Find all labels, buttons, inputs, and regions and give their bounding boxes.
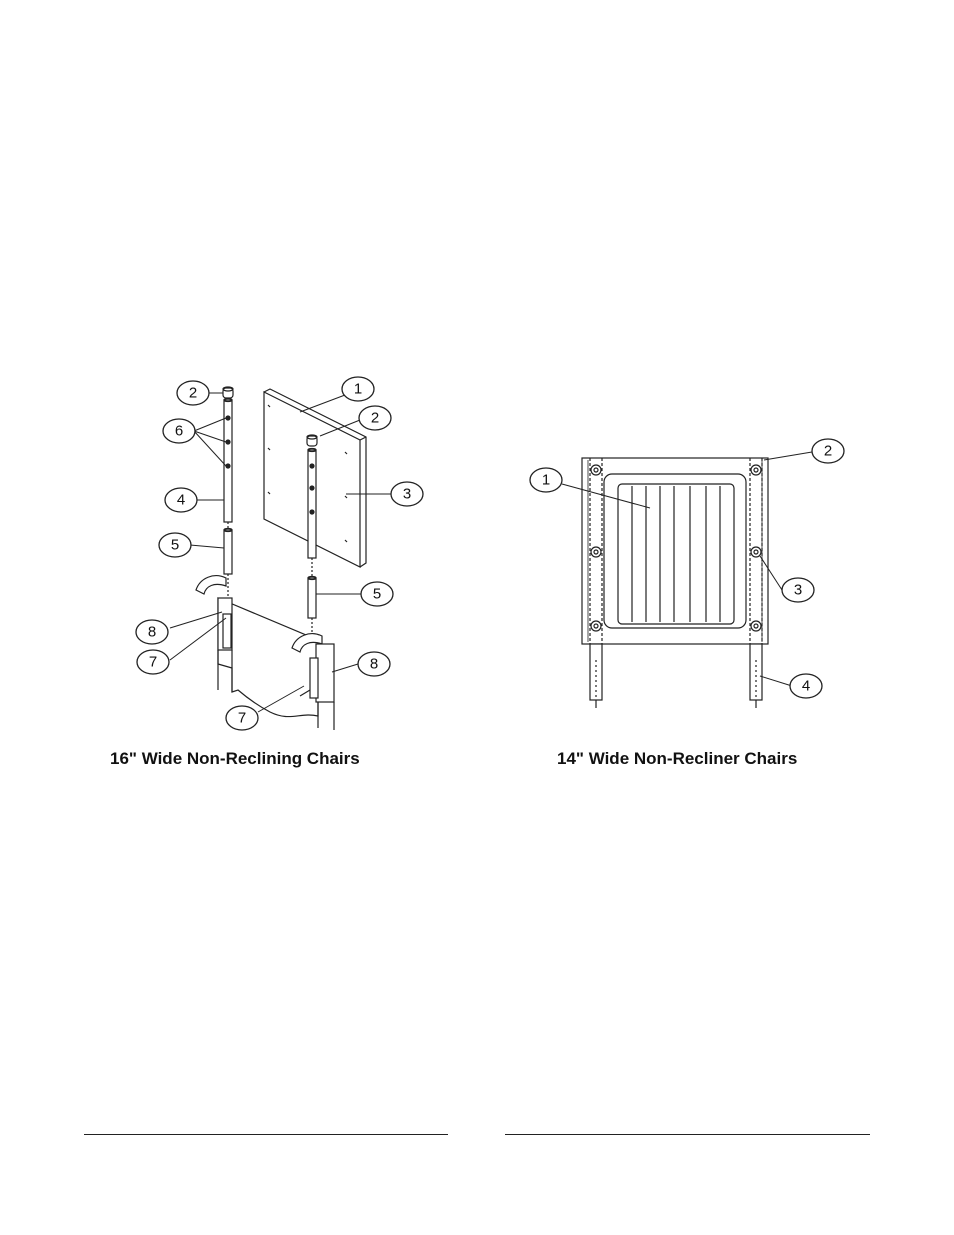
front-backrest-diagram-14in bbox=[581, 457, 769, 708]
callout-1a bbox=[341, 376, 375, 402]
callout-6 bbox=[162, 418, 196, 444]
callout-label-4b: 4 bbox=[802, 678, 810, 695]
callout-label-8a: 8 bbox=[148, 624, 156, 641]
callout-label-4: 4 bbox=[177, 492, 185, 509]
figure-caption-16in: 16" Wide Non-Reclining Chairs bbox=[110, 749, 360, 768]
callout-8b bbox=[357, 651, 391, 677]
callout-1b bbox=[529, 467, 563, 493]
callout-label-6: 6 bbox=[175, 423, 183, 440]
callout-5a bbox=[158, 532, 192, 558]
callouts-right bbox=[529, 438, 845, 699]
callout-label-8b: 8 bbox=[370, 656, 378, 673]
callouts-left bbox=[135, 376, 424, 731]
callout-label-5b: 5 bbox=[373, 586, 381, 603]
callout-label-2a: 2 bbox=[189, 385, 197, 402]
figure-caption-14in: 14" Wide Non-Recliner Chairs bbox=[557, 749, 798, 768]
callout-2a bbox=[176, 380, 210, 406]
callout-4b bbox=[789, 673, 823, 699]
callout-label-2c: 2 bbox=[824, 443, 832, 460]
callout-2b bbox=[358, 405, 392, 431]
left-cap bbox=[222, 387, 234, 399]
callout-label-3b: 3 bbox=[794, 582, 802, 599]
callout-label-5a: 5 bbox=[171, 537, 179, 554]
callout-3a bbox=[390, 481, 424, 507]
footer-rule-right bbox=[505, 1134, 870, 1135]
callout-5b bbox=[360, 581, 394, 607]
callout-7a bbox=[136, 649, 170, 675]
callout-3b bbox=[781, 577, 815, 603]
callout-label-2b: 2 bbox=[371, 410, 379, 427]
callout-label-3: 3 bbox=[403, 486, 411, 503]
callout-label-1b: 1 bbox=[542, 472, 550, 489]
callout-label-7a: 7 bbox=[149, 654, 157, 671]
callout-4a bbox=[164, 487, 198, 513]
callout-8a bbox=[135, 619, 169, 645]
seat-frame bbox=[217, 597, 319, 718]
callout-7b bbox=[225, 705, 259, 731]
footer-rule-left bbox=[84, 1134, 448, 1135]
callout-label-7b: 7 bbox=[238, 710, 246, 727]
right-cap bbox=[306, 435, 318, 447]
callout-2c bbox=[811, 438, 845, 464]
callout-label-1: 1 bbox=[354, 381, 362, 398]
right-back-post-insert bbox=[307, 577, 317, 619]
left-back-post-insert bbox=[223, 529, 233, 575]
